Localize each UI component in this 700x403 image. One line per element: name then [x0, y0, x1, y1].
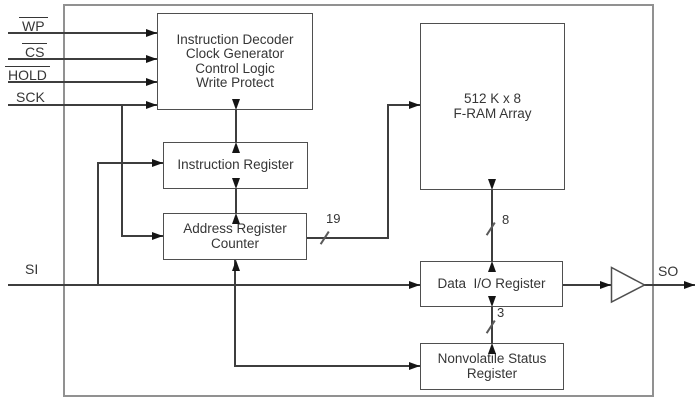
si-branch-counter-status-wire	[234, 260, 236, 366]
arrowhead-down-into-fram-bottom	[488, 179, 496, 190]
block-fram-array-label: 512 K x 8 F-RAM Array	[453, 91, 532, 121]
arrowhead-cs-into-decoder	[146, 55, 157, 63]
si-branch-up-wire	[97, 162, 99, 285]
block-address-register-counter-label: Address Register Counter	[183, 221, 287, 251]
hold-wire	[8, 81, 157, 83]
address-bus-width-label: 19	[326, 211, 341, 226]
block-nonvolatile-status-register-label: Nonvolatile Status Register	[437, 351, 547, 381]
si-to-status-register-wire	[234, 365, 420, 367]
si-wire	[8, 284, 420, 286]
pin-cs-text: CS	[22, 43, 48, 60]
arrowhead-into-address-counter	[152, 232, 163, 240]
instruction-register-address-counter-bus	[235, 189, 237, 213]
si-to-instruction-register-wire	[97, 162, 163, 164]
address-bus-wire-h	[307, 237, 389, 239]
arrowhead-into-status-register	[409, 362, 420, 370]
sck-wire	[8, 104, 157, 106]
arrowhead-so-output	[684, 281, 695, 289]
pin-label-sck: SCK	[16, 89, 45, 105]
pin-si-text: SI	[25, 261, 39, 277]
pin-label-cs: CS	[22, 43, 48, 60]
arrowhead-up-into-data-io-top	[488, 261, 496, 272]
arrowhead-down-into-instruction-register-bottom	[232, 178, 240, 189]
address-bus-wire-top	[388, 104, 420, 106]
chip-boundary	[63, 4, 654, 397]
block-fram-array: 512 K x 8 F-RAM Array	[420, 23, 565, 190]
arrowhead-up-into-address-counter-top	[232, 213, 240, 224]
pin-sck-text: SCK	[16, 89, 45, 105]
arrowhead-into-output-buffer	[600, 281, 611, 289]
arrowhead-down-into-data-io-bottom	[488, 296, 496, 307]
cs-wire	[8, 58, 157, 60]
arrowhead-sck-into-decoder	[146, 101, 157, 109]
so-output-wire	[644, 284, 695, 286]
block-instruction-decoder-label: Instruction Decoder Clock Generator Cont…	[176, 31, 294, 90]
arrowhead-up-into-instruction-register-top	[232, 142, 240, 153]
pin-wp-text: WP	[19, 17, 48, 34]
block-instruction-decoder: Instruction Decoder Clock Generator Cont…	[157, 13, 313, 110]
pin-label-hold: HOLD	[5, 66, 50, 83]
pin-so-text: SO	[658, 263, 679, 279]
arrowhead-up-into-status-register-top	[488, 343, 496, 354]
arrowhead-down-into-decoder-bottom	[232, 99, 240, 110]
pin-hold-text: HOLD	[5, 66, 50, 83]
output-buffer-icon	[610, 266, 647, 304]
block-data-io-register-label: Data I/O Register	[437, 275, 546, 291]
status-bus-width-label: 3	[497, 305, 505, 320]
arrowhead-into-instruction-register	[152, 159, 163, 167]
arrowhead-into-data-io-register	[409, 281, 420, 289]
arrowhead-wp-into-decoder	[146, 29, 157, 37]
arrowhead-up-into-address-counter-bottom	[232, 260, 240, 271]
data-bus-width-label: 8	[502, 212, 510, 227]
sck-to-address-counter-wire	[121, 235, 163, 237]
block-instruction-register-label: Instruction Register	[177, 157, 294, 173]
pin-label-wp: WP	[19, 17, 48, 34]
arrowhead-hold-into-decoder	[146, 78, 157, 86]
arrowhead-into-fram-array	[409, 101, 420, 109]
wp-wire	[8, 32, 157, 34]
data-out-to-buffer-wire	[563, 284, 611, 286]
decoder-instruction-register-bus	[235, 110, 237, 142]
sck-branch-wire	[121, 104, 123, 237]
pin-label-so: SO	[658, 263, 678, 279]
address-bus-wire-v	[387, 104, 389, 239]
pin-label-si: SI	[25, 261, 38, 277]
